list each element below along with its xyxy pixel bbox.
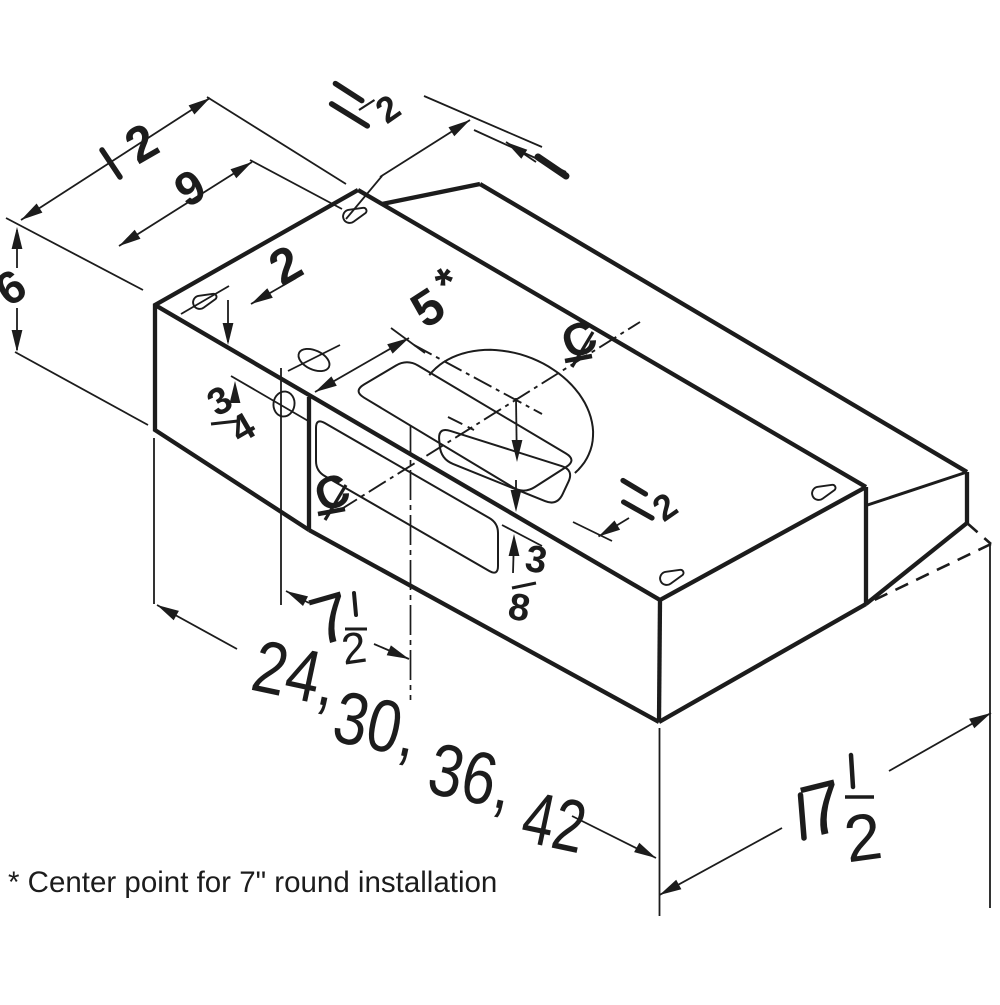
svg-text:36,: 36, [422, 727, 521, 826]
svg-text:24,: 24, [246, 624, 345, 723]
svg-text:30,: 30, [327, 675, 426, 774]
svg-text:* Center point for 7" round in: * Center point for 7" round installation [8, 866, 497, 899]
